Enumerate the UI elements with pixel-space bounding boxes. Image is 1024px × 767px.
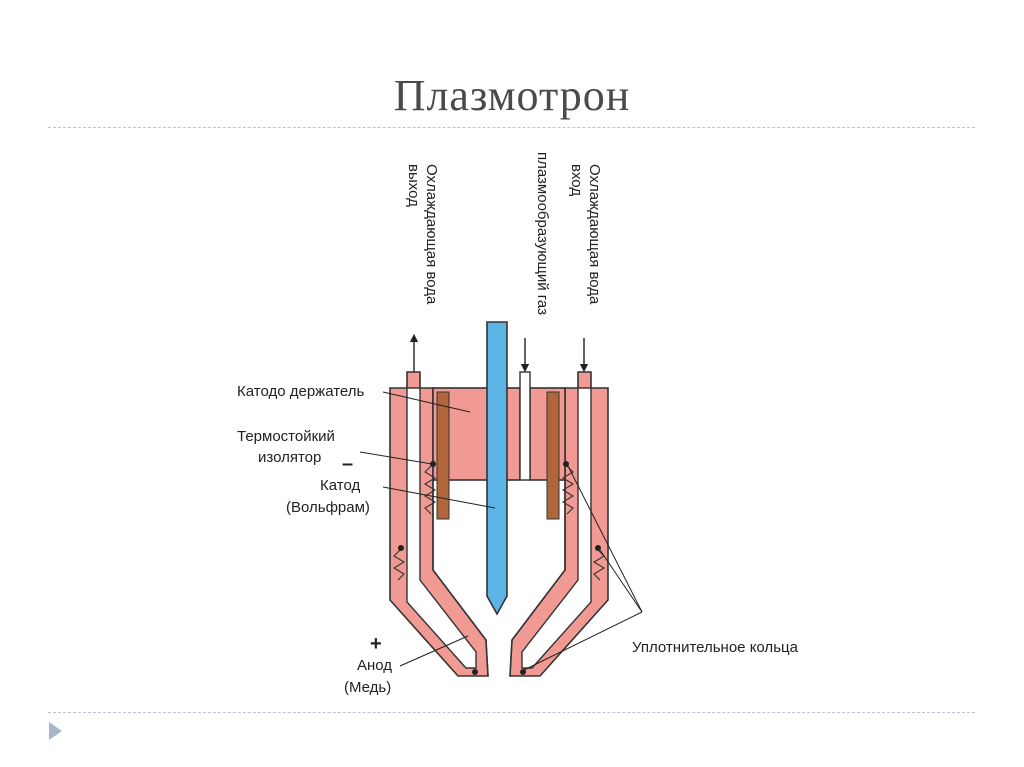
next-slide-arrow-icon[interactable] [49, 722, 62, 740]
water-in-label-2: вход [568, 164, 585, 196]
nozzle-wall-right [509, 480, 566, 677]
seal-ring-dot [398, 545, 404, 551]
spring-left-lower [392, 549, 406, 581]
footer-divider [48, 712, 975, 713]
cathode-electrode [486, 321, 508, 616]
seal-ring-dot [563, 461, 569, 467]
water-out-label-2: выход [405, 164, 422, 207]
plus-sign: + [370, 633, 382, 655]
nozzle-wall-left [432, 480, 489, 677]
cathode-holder-label: Катодо держатель [237, 383, 365, 400]
gas-inlet-tube [519, 371, 531, 481]
anode-label-2: (Медь) [344, 679, 391, 696]
seal-ring-dot [472, 669, 478, 675]
cathode-label-2: (Вольфрам) [286, 499, 370, 516]
leader-seal-3 [523, 611, 643, 671]
seal-ring-dot [520, 669, 526, 675]
insulator-label-2: изолятор [258, 449, 321, 466]
spring-left [423, 465, 437, 515]
leader-insulator [359, 451, 433, 465]
anode-label-1: Анод [357, 657, 392, 674]
insulator-right [546, 391, 560, 520]
water-in-label-1: Охлаждающая вода [586, 164, 603, 305]
minus-sign: – [342, 453, 353, 475]
leader-seal-2 [599, 549, 643, 613]
seal-ring-dot [595, 545, 601, 551]
spring-right [561, 465, 575, 515]
title-divider [48, 127, 975, 128]
water-out-label-1: Охлаждающая вода [423, 164, 440, 305]
leader-anode [399, 635, 469, 667]
leader-cathode-holder [382, 391, 471, 413]
insulator-label-1: Термостойкий [237, 428, 335, 445]
gas-label: плазмообразующий газ [534, 152, 551, 315]
coolant-channel-left [406, 387, 477, 669]
leader-seal-1 [567, 465, 643, 613]
slide-title: Плазмотрон [393, 71, 631, 120]
cathode-label-1: Катод [320, 477, 360, 494]
leader-cathode [382, 486, 496, 509]
insulator-left [436, 391, 450, 520]
seal-ring-dot [430, 461, 436, 467]
seal-rings-label: Уплотнительное кольца [632, 639, 799, 656]
coolant-channel-right [521, 387, 592, 669]
